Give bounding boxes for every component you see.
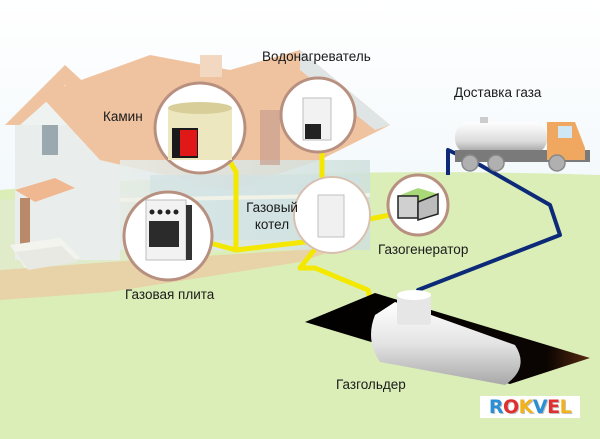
chimney — [200, 55, 222, 77]
truck-wheel — [461, 154, 479, 172]
gas-boiler-icon — [317, 194, 345, 238]
label-fireplace: Камин — [103, 109, 143, 124]
gas-boiler-circle — [293, 176, 371, 254]
logo-letter: O — [502, 396, 519, 418]
logo-letter: V — [532, 396, 548, 418]
gas-generator-circle — [386, 173, 450, 237]
logo-letter: K — [518, 396, 534, 418]
label-gas-boiler-line1: Газовый — [246, 200, 298, 215]
logo-letter: L — [559, 396, 572, 418]
gasholder-valve-housing — [397, 295, 431, 325]
gas-truck — [455, 117, 590, 172]
logo-letter: R — [488, 396, 504, 418]
truck-wheel — [548, 154, 566, 172]
gas-stove-circle — [122, 190, 214, 282]
label-gas-holder: Газгольдер — [336, 377, 406, 392]
fireplace-circle — [153, 81, 247, 175]
logo-letter: E — [547, 396, 560, 418]
label-gas-generator: Газогенератор — [378, 242, 469, 257]
delivery-pipe — [416, 148, 562, 300]
label-water-heater: Водонагреватель — [262, 49, 371, 64]
label-gas-stove: Газовая плита — [125, 287, 215, 302]
label-gas-boiler-line2: котел — [254, 216, 290, 232]
truck-wheel — [487, 154, 505, 172]
truck-cab — [547, 122, 585, 160]
house-window — [42, 125, 58, 155]
water-heater-circle — [279, 76, 357, 154]
label-gas-boiler: Газовый котел — [244, 201, 300, 231]
truck-tank — [455, 122, 547, 154]
label-gas-delivery: Доставка газа — [454, 85, 542, 100]
